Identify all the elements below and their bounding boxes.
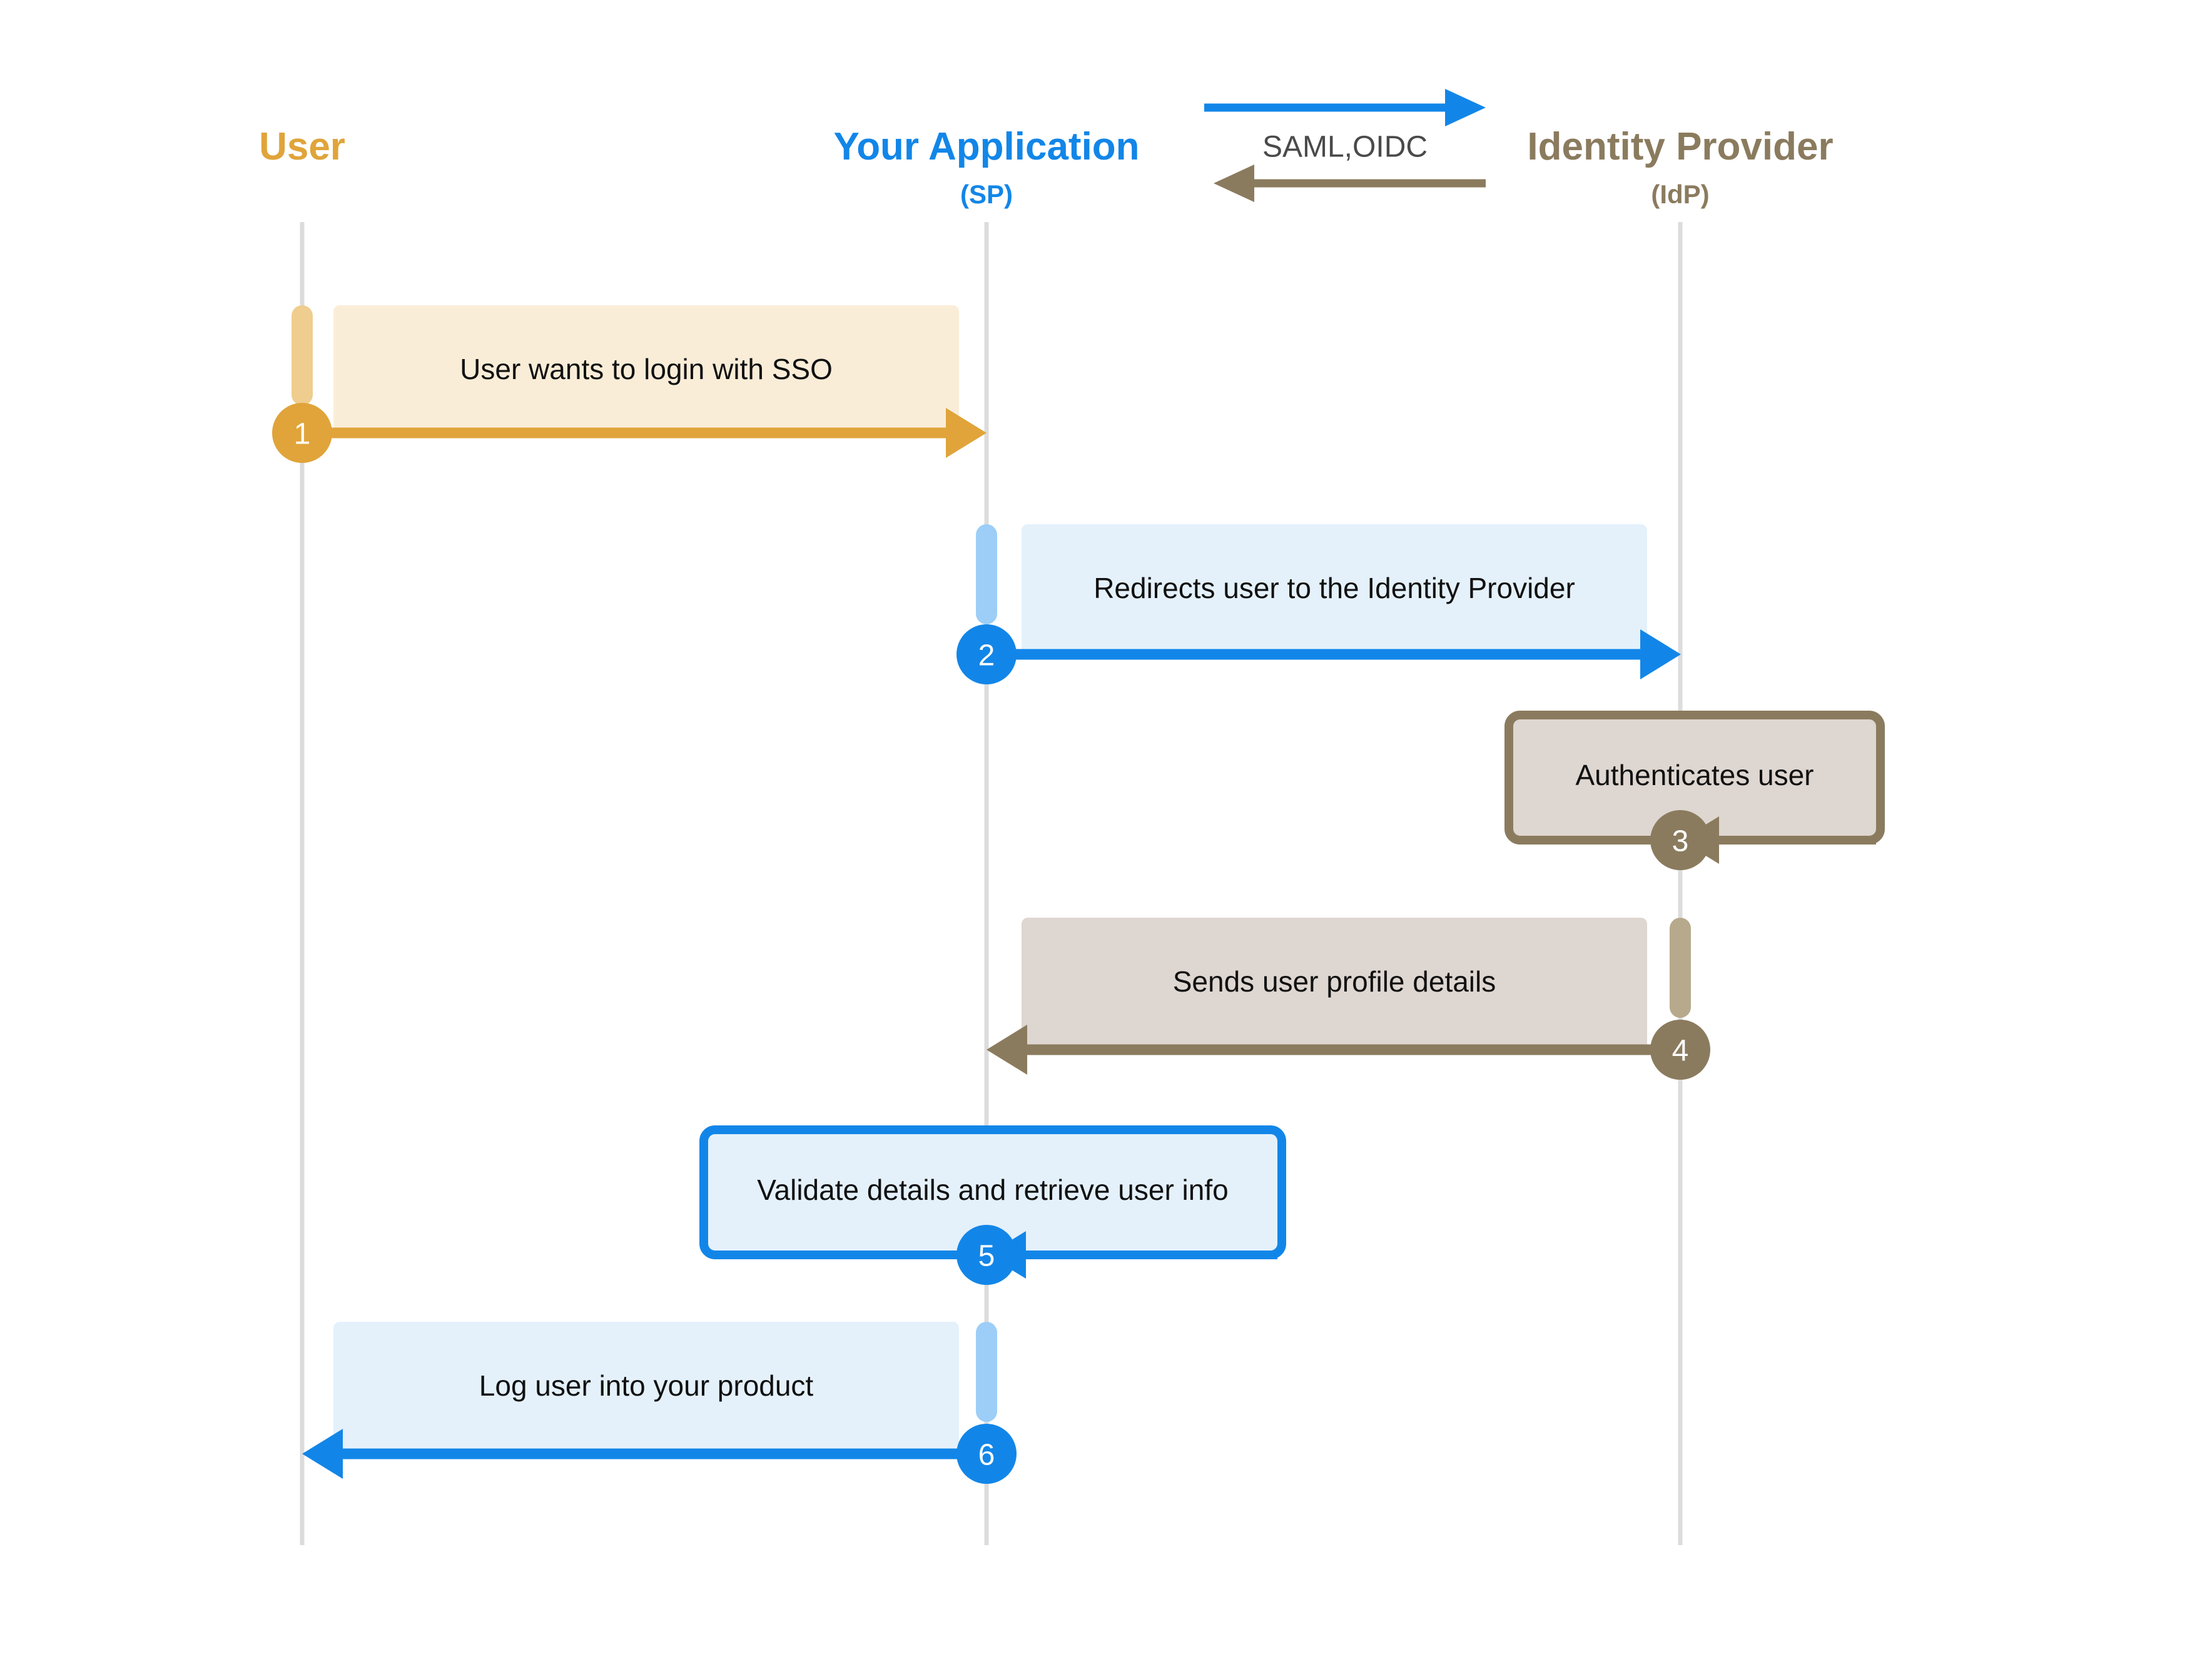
actor-subtitle-idp: (IdP) xyxy=(1651,180,1709,209)
message-box-2 xyxy=(1022,524,1647,657)
message-label-1: User wants to login with SSO xyxy=(460,353,833,385)
activation-bar-idp-4 xyxy=(1670,918,1691,1018)
message-label-4: Sends user profile details xyxy=(1173,965,1496,998)
activation-bar-user-1 xyxy=(292,305,313,405)
step-5-group[interactable]: Validate details and retrieve user info … xyxy=(699,1125,1286,1285)
step-number-3: 3 xyxy=(1672,825,1689,858)
legend-arrow-right-icon xyxy=(1204,89,1486,126)
actor-header-app[interactable]: Your Application (SP) xyxy=(833,125,1139,209)
step-6-group[interactable]: Log user into your product 6 xyxy=(302,1322,1017,1484)
message-box-1 xyxy=(333,305,959,438)
step-3-group[interactable]: Authenticates user 3 xyxy=(1504,711,1885,870)
message-arrow-4 xyxy=(987,1025,1680,1075)
step-marker-5[interactable]: 5 xyxy=(956,1225,1017,1285)
step-marker-4[interactable]: 4 xyxy=(1650,1020,1710,1080)
message-box-4 xyxy=(1022,918,1647,1050)
legend-arrow-left-icon xyxy=(1214,165,1486,202)
message-label-3: Authenticates user xyxy=(1575,759,1814,791)
message-arrow-6 xyxy=(302,1429,987,1479)
step-number-5: 5 xyxy=(978,1240,995,1273)
step-number-4: 4 xyxy=(1672,1035,1689,1068)
message-label-5: Validate details and retrieve user info xyxy=(757,1174,1228,1206)
actor-header-user[interactable]: User xyxy=(259,125,345,168)
actor-subtitle-app: (SP) xyxy=(960,180,1013,209)
step-number-1: 1 xyxy=(294,418,311,451)
message-arrow-2 xyxy=(987,629,1681,679)
step-1-group[interactable]: User wants to login with SSO 1 xyxy=(272,305,987,463)
message-label-2: Redirects user to the Identity Provider xyxy=(1093,572,1575,604)
message-label-6: Log user into your product xyxy=(479,1369,814,1402)
step-2-group[interactable]: Redirects user to the Identity Provider … xyxy=(956,524,1681,684)
protocol-legend: SAML,OIDC xyxy=(1204,89,1486,202)
activation-bar-app-6 xyxy=(976,1322,997,1422)
legend-label: SAML,OIDC xyxy=(1262,131,1428,164)
step-4-group[interactable]: Sends user profile details 4 xyxy=(987,918,1710,1080)
message-box-6 xyxy=(333,1322,959,1454)
step-marker-2[interactable]: 2 xyxy=(956,624,1017,684)
message-arrow-1 xyxy=(302,408,987,458)
step-marker-3[interactable]: 3 xyxy=(1650,810,1710,870)
actor-title-user: User xyxy=(259,125,345,168)
actor-header-idp[interactable]: Identity Provider (IdP) xyxy=(1527,125,1833,209)
step-number-6: 6 xyxy=(978,1439,995,1472)
actor-title-app: Your Application xyxy=(833,125,1139,168)
actor-title-idp: Identity Provider xyxy=(1527,125,1833,168)
activation-bar-app-2 xyxy=(976,524,997,624)
step-marker-1[interactable]: 1 xyxy=(272,403,332,463)
step-number-2: 2 xyxy=(978,639,995,672)
step-marker-6[interactable]: 6 xyxy=(956,1424,1017,1484)
